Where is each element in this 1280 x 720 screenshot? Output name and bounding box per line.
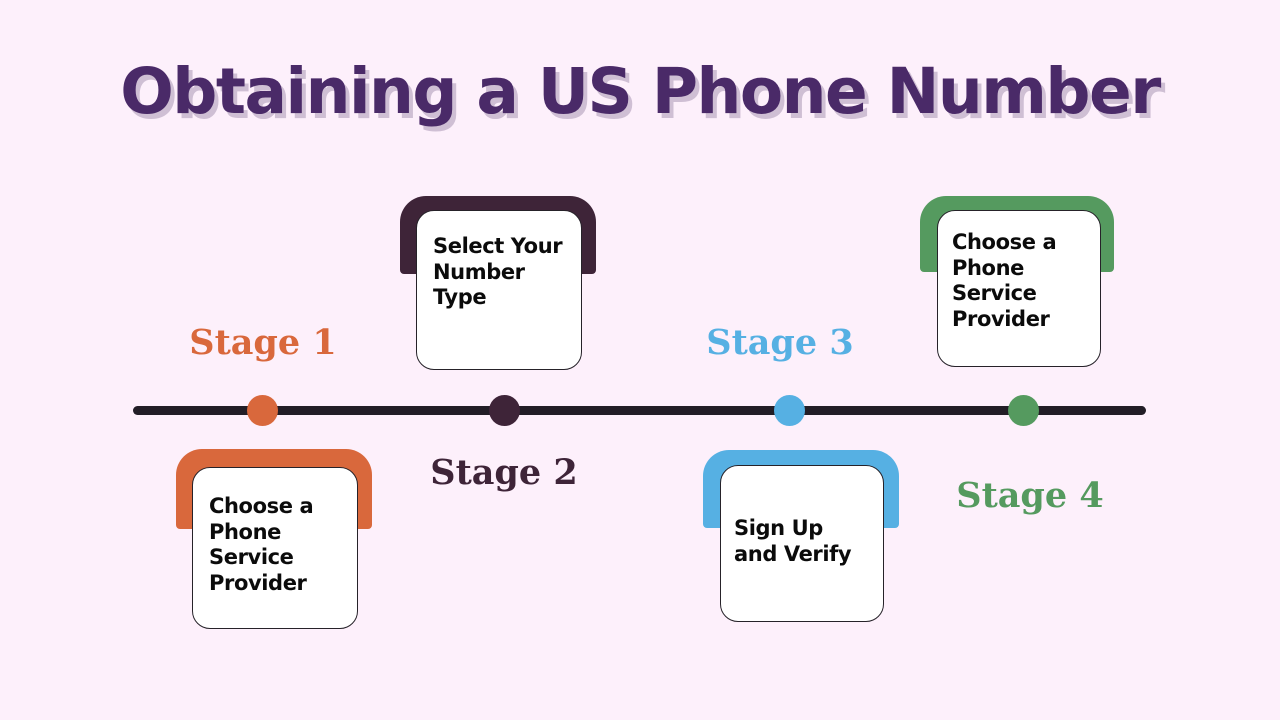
stage-card-3[interactable]: Sign Up and Verify — [703, 450, 903, 622]
stage-card-2-text: Select Your Number Type — [433, 234, 563, 310]
stage-card-4[interactable]: Choose a Phone Service Provider — [920, 196, 1120, 368]
stage-card-1[interactable]: Choose a Phone Service Provider — [176, 449, 376, 629]
stage-label-3: Stage 3 — [706, 322, 854, 363]
timeline-node-stage-3[interactable] — [774, 395, 805, 426]
stage-label-2: Stage 2 — [430, 452, 578, 493]
stage-label-1: Stage 1 — [189, 322, 337, 363]
stage-card-2[interactable]: Select Your Number Type — [400, 196, 600, 372]
stage-card-2-front: Select Your Number Type — [416, 210, 582, 370]
stage-card-1-text: Choose a Phone Service Provider — [209, 494, 314, 595]
page-title: Obtaining a US Phone Number — [120, 55, 1161, 128]
stage-card-4-text: Choose a Phone Service Provider — [952, 230, 1057, 331]
timeline-node-stage-4[interactable] — [1008, 395, 1039, 426]
stage-card-1-front: Choose a Phone Service Provider — [192, 467, 358, 629]
timeline-axis — [133, 406, 1146, 415]
timeline-node-stage-1[interactable] — [247, 395, 278, 426]
timeline-node-stage-2[interactable] — [489, 395, 520, 426]
stage-label-4: Stage 4 — [956, 475, 1104, 516]
stage-card-3-front: Sign Up and Verify — [720, 465, 884, 622]
stage-card-4-front: Choose a Phone Service Provider — [937, 210, 1101, 367]
stage-card-3-text: Sign Up and Verify — [734, 516, 852, 566]
